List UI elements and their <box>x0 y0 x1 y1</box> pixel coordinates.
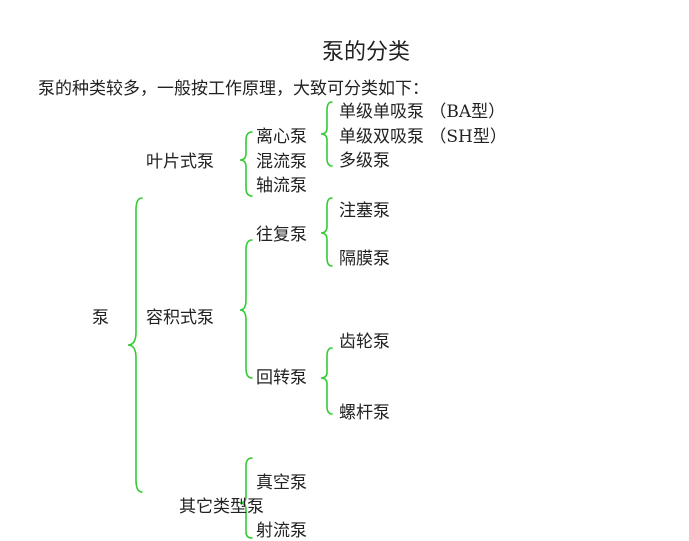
centrifugal-bracket <box>320 101 333 167</box>
page-title: 泵的分类 <box>322 40 411 65</box>
screw-pump-node: 螺杆泵 <box>339 403 390 423</box>
axial-flow-pump-node: 轴流泵 <box>256 176 307 196</box>
single-stage-double-suction-node: 单级双吸泵 （SH型） <box>339 127 507 147</box>
other-bracket <box>239 457 253 539</box>
root-node: 泵 <box>92 308 109 328</box>
centrifugal-pump-node: 离心泵 <box>256 127 307 147</box>
jet-pump-node: 射流泵 <box>256 521 307 541</box>
displacement-bracket <box>239 239 253 379</box>
plunger-pump-node: 注塞泵 <box>339 201 390 221</box>
multi-stage-pump-node: 多级泵 <box>339 151 390 171</box>
other-pump-node: 其它类型泵 <box>179 497 264 517</box>
intro-text: 泵的种类较多，一般按工作原理，大致可分类如下： <box>38 79 429 99</box>
vacuum-pump-node: 真空泵 <box>256 473 307 493</box>
diaphragm-pump-node: 隔膜泵 <box>339 249 390 269</box>
gear-pump-node: 齿轮泵 <box>339 332 390 352</box>
displacement-pump-node: 容积式泵 <box>146 308 214 328</box>
mixed-flow-pump-node: 混流泵 <box>256 152 307 172</box>
single-stage-single-suction-node: 单级单吸泵 （BA型） <box>339 102 506 122</box>
rotary-pump-node: 回转泵 <box>256 368 307 388</box>
vane-pump-node: 叶片式泵 <box>146 152 214 172</box>
reciprocating-pump-node: 往复泵 <box>256 225 307 245</box>
reciprocating-bracket <box>320 197 333 267</box>
rotary-bracket <box>320 347 333 415</box>
root-bracket <box>127 197 143 493</box>
vane-bracket <box>239 131 253 197</box>
